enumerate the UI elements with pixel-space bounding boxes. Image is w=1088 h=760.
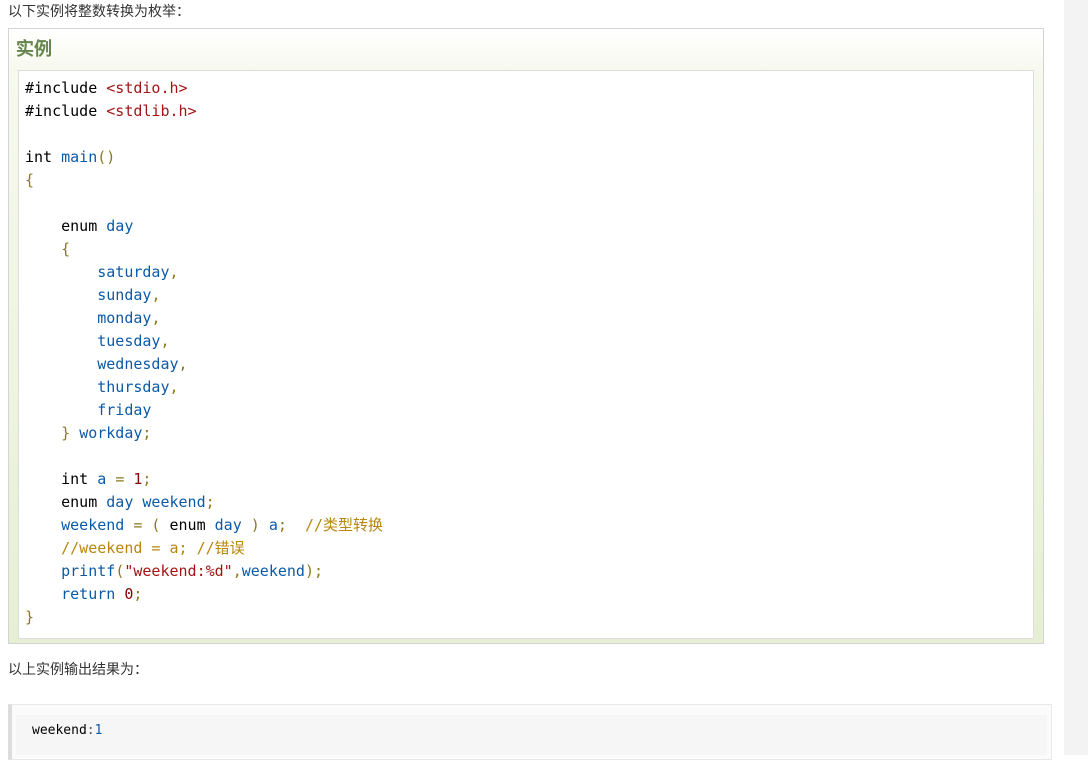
code-line: { (25, 169, 383, 192)
code-token: , (151, 286, 161, 304)
code-token: ; (142, 424, 152, 442)
code-line: saturday, (25, 261, 383, 284)
code-line (25, 123, 383, 146)
code-token: , (151, 309, 161, 327)
code-token: , (160, 332, 170, 350)
example-title: 实例 (16, 39, 52, 60)
code-line: friday (25, 399, 383, 422)
code-token: int (25, 470, 98, 488)
code-line: //weekend = a; //错误 (25, 537, 383, 560)
code-token: ; (142, 470, 152, 488)
code-token: wednesday (25, 355, 179, 373)
code-token: "weekend:%d" (124, 562, 233, 580)
code-token: day (214, 516, 251, 534)
code-token: saturday (25, 263, 170, 281)
code-line (25, 445, 383, 468)
code-token: , (169, 378, 179, 396)
code-token: { (25, 171, 35, 189)
example-box: 实例 #include <stdio.h>#include <stdlib.h>… (8, 28, 1044, 644)
code-line: #include <stdlib.h> (25, 100, 383, 123)
code-token: () (97, 148, 116, 166)
output-separator: : (86, 723, 95, 738)
code-token: //weekend = a; //错误 (25, 539, 245, 557)
code-token: a (268, 516, 278, 534)
code-token: main (61, 148, 98, 166)
output-line: weekend:1 (32, 722, 102, 740)
output-inner (16, 715, 1047, 755)
code-line: sunday, (25, 284, 383, 307)
code-token: enum (25, 217, 107, 235)
code-token: day (106, 217, 134, 235)
code-token: //类型转换 (304, 516, 384, 534)
code-panel: #include <stdio.h>#include <stdlib.h>int… (18, 70, 1034, 639)
code-token: } (25, 424, 80, 442)
code-line: int a = 1; (25, 468, 383, 491)
code-line: } workday; (25, 422, 383, 445)
code-token: } (25, 608, 35, 626)
code-token: workday (79, 424, 143, 442)
code-token: ); (304, 562, 324, 580)
code-token: friday (25, 401, 152, 419)
code-token: int (25, 148, 62, 166)
code-token: enum (25, 493, 107, 511)
intro-text: 以下实例将整数转换为枚举： (8, 4, 190, 20)
code-line: tuesday, (25, 330, 383, 353)
code-token: return (25, 585, 125, 603)
outro-text: 以上实例输出结果为： (8, 662, 148, 678)
code-token: , (232, 562, 242, 580)
code-token: 0 (124, 585, 134, 603)
code-token: #include (25, 102, 107, 120)
code-block: #include <stdio.h>#include <stdlib.h>int… (25, 77, 383, 629)
code-token: thursday (25, 378, 170, 396)
code-token: 1 (133, 470, 143, 488)
code-token: ( (115, 562, 125, 580)
code-token: <stdlib.h> (106, 102, 197, 120)
code-line: weekend = ( enum day ) a; //类型转换 (25, 514, 383, 537)
code-token: = ( (133, 516, 170, 534)
code-token: weekend (241, 562, 305, 580)
code-line: return 0; (25, 583, 383, 606)
code-token: #include (25, 79, 107, 97)
code-token: ; (133, 585, 143, 603)
output-key: weekend (32, 723, 87, 738)
output-box: weekend:1 (8, 704, 1052, 760)
code-token: enum (169, 516, 215, 534)
code-token: { (25, 240, 71, 258)
code-token: printf (25, 562, 116, 580)
code-line: thursday, (25, 376, 383, 399)
code-token: ) (250, 516, 269, 534)
code-line: enum day (25, 215, 383, 238)
code-token: ; (277, 516, 305, 534)
code-token: tuesday (25, 332, 161, 350)
code-token: ; (205, 493, 215, 511)
page-scrollbar[interactable] (1064, 0, 1088, 755)
code-line: } (25, 606, 383, 629)
code-line: int main() (25, 146, 383, 169)
code-line: printf("weekend:%d",weekend); (25, 560, 383, 583)
code-line: wednesday, (25, 353, 383, 376)
code-token: <stdio.h> (106, 79, 188, 97)
output-value: 1 (94, 723, 103, 738)
code-token: = (115, 470, 134, 488)
code-token: monday (25, 309, 152, 327)
code-token: weekend (25, 516, 134, 534)
code-line (25, 192, 383, 215)
code-line: { (25, 238, 383, 261)
code-token: , (169, 263, 179, 281)
code-token: sunday (25, 286, 152, 304)
code-line: #include <stdio.h> (25, 77, 383, 100)
code-token: a (97, 470, 116, 488)
code-token: , (178, 355, 188, 373)
code-token: day weekend (106, 493, 206, 511)
code-line: enum day weekend; (25, 491, 383, 514)
code-line: monday, (25, 307, 383, 330)
